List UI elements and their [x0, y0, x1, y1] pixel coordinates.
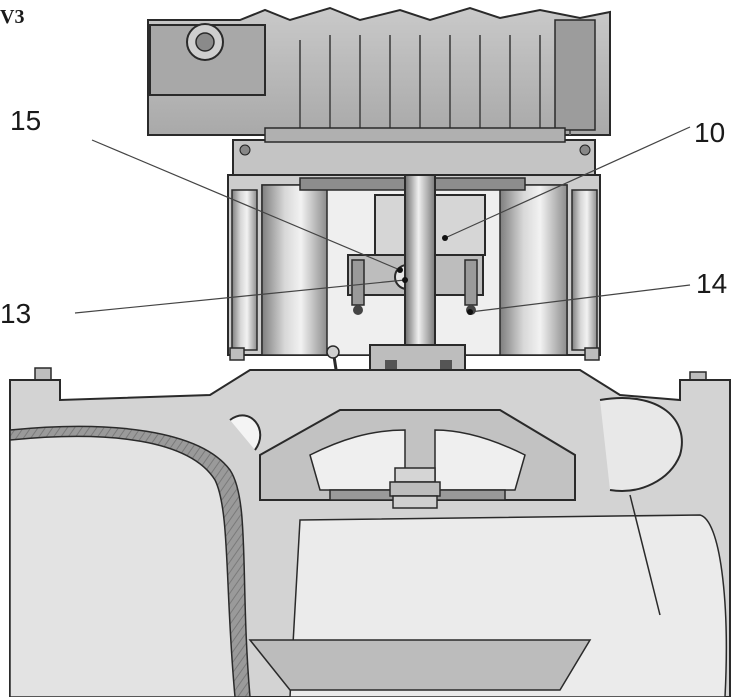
impeller [259, 409, 576, 509]
leader-14 [469, 284, 691, 313]
suction-inlet [248, 639, 592, 691]
motor-flange [232, 127, 596, 176]
callout-15: 15 [10, 105, 41, 136]
callout-10: 10 [694, 117, 725, 148]
leader-15 [91, 139, 401, 271]
leader-lines [74, 126, 691, 314]
callout-13: 13 [0, 298, 31, 329]
figure-corner-label: V3 [0, 6, 25, 28]
impeller-nut [394, 467, 436, 483]
callout-14: 14 [696, 268, 727, 299]
motor-housing [147, 6, 611, 136]
leader-13 [74, 279, 406, 314]
leader-10 [444, 126, 691, 239]
